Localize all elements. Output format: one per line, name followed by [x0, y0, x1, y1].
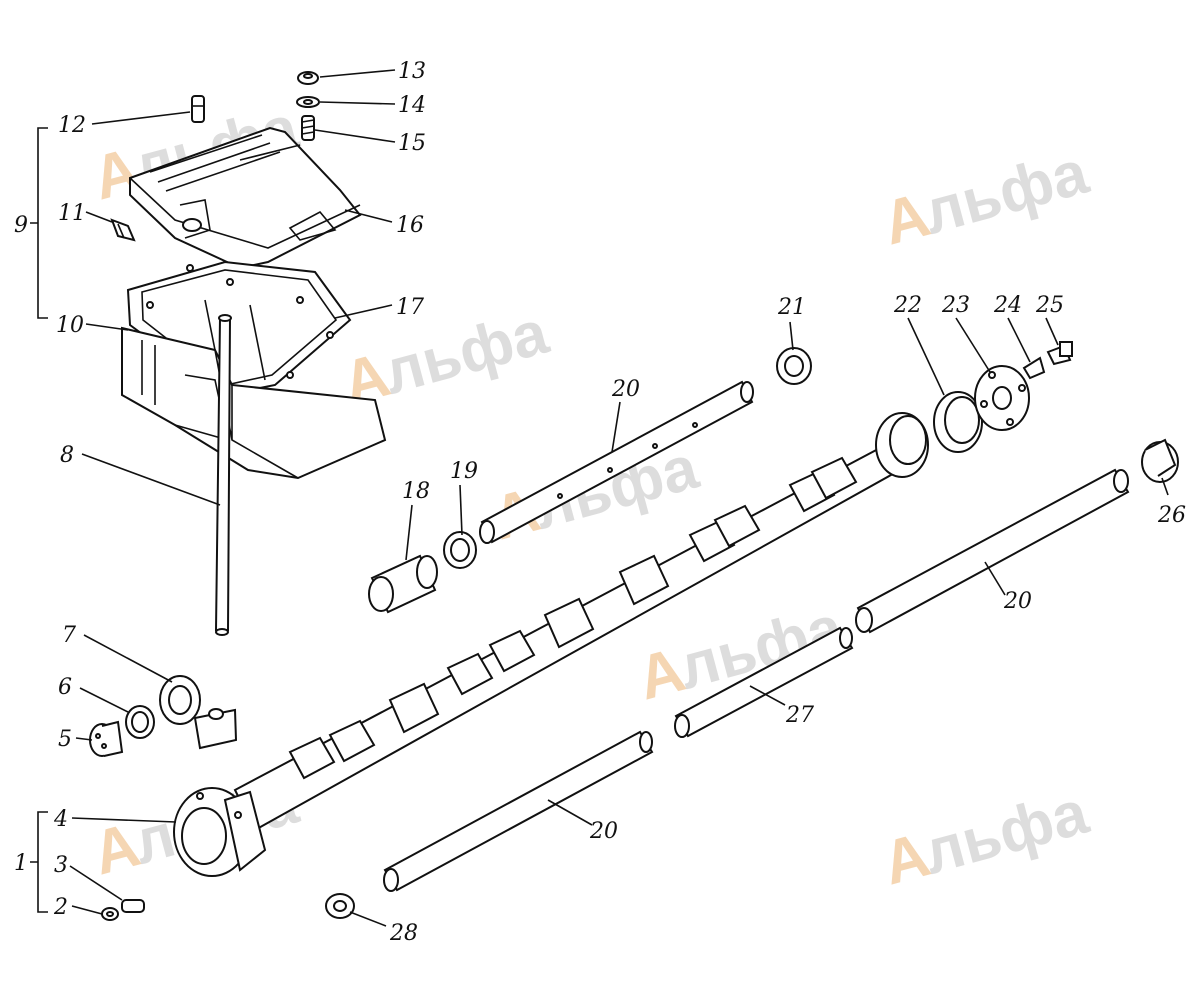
circlip-2 [101, 907, 119, 921]
valve-cover [129, 126, 362, 270]
label-4: 4 [53, 807, 68, 832]
label-26: 26 [1157, 503, 1186, 528]
bracket-group-9 [30, 127, 48, 319]
dowel-pin-12 [191, 95, 205, 123]
label-13: 13 [398, 59, 426, 84]
watermark-2: А льфа [876, 138, 1095, 259]
ring-6 [125, 705, 155, 739]
label-16: 16 [396, 213, 424, 238]
ring-22 [933, 391, 983, 453]
label-8: 8 [60, 443, 74, 468]
watermark-4: А льфа [486, 433, 705, 554]
support-bracket-7 [159, 675, 238, 750]
pin-3 [121, 899, 145, 913]
bracket-group-1 [30, 811, 48, 913]
ring-21 [776, 347, 812, 385]
plug-26 [1141, 438, 1179, 483]
label-25: 25 [1035, 293, 1064, 318]
washer-28 [325, 893, 355, 919]
rocker-axle-top [479, 380, 754, 544]
label-24: 24 [993, 293, 1022, 318]
stud-11 [110, 218, 136, 242]
label-28: 28 [389, 921, 418, 946]
svg-text:льфа: льфа [916, 778, 1095, 888]
ring-19 [443, 531, 477, 569]
label-22: 22 [893, 293, 922, 318]
label-15: 15 [398, 131, 426, 156]
part-labels: 1 2 3 4 5 6 7 8 9 10 11 12 13 14 15 16 1… [14, 59, 1186, 946]
bushing-18 [368, 554, 438, 614]
nut-13 [297, 71, 319, 85]
label-11: 11 [58, 201, 86, 226]
label-5: 5 [58, 727, 72, 752]
stud-15 [301, 115, 315, 141]
plug-5 [89, 720, 124, 757]
pushrod [214, 314, 232, 636]
rocker-axle-right [855, 468, 1130, 634]
label-9: 9 [14, 213, 28, 238]
flange-23 [974, 365, 1030, 431]
label-23: 23 [941, 293, 970, 318]
label-19: 19 [450, 459, 478, 484]
leader-lines [69, 69, 1169, 927]
label-7: 7 [62, 623, 76, 648]
camshaft [233, 412, 929, 832]
label-21: 21 [777, 295, 806, 320]
washer-24 [1022, 356, 1046, 380]
label-10: 10 [56, 313, 84, 338]
label-6: 6 [58, 675, 72, 700]
bolt-25 [1046, 341, 1073, 366]
label-2: 2 [53, 895, 68, 920]
label-17: 17 [396, 295, 424, 320]
rocker-axle-bottom [383, 730, 654, 892]
label-20-top: 20 [611, 377, 640, 402]
label-20-right: 20 [1003, 589, 1032, 614]
label-14: 14 [398, 93, 426, 118]
front-flange [173, 787, 267, 877]
label-1: 1 [14, 851, 28, 876]
label-3: 3 [54, 853, 68, 878]
axle-27 [674, 626, 854, 738]
label-18: 18 [402, 479, 430, 504]
svg-text:льфа: льфа [916, 138, 1095, 248]
label-12: 12 [58, 113, 86, 138]
washer-14 [296, 96, 320, 108]
watermark-7: А льфа [876, 778, 1095, 899]
label-20-bottom: 20 [589, 819, 618, 844]
label-27: 27 [785, 703, 814, 728]
